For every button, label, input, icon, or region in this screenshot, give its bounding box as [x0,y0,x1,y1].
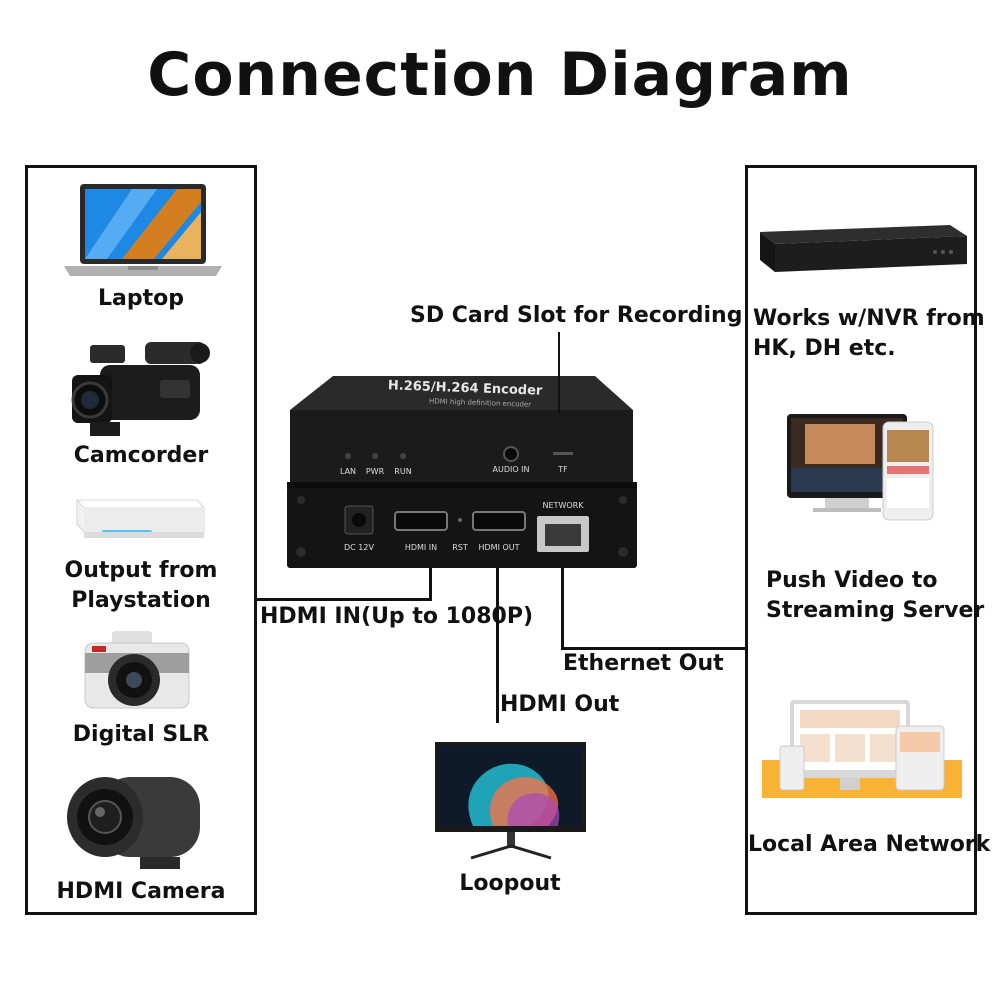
input-label-dslr: Digital SLR [72,722,210,747]
dslr-camera-icon [84,631,190,709]
rst-label: RST [452,543,468,552]
output-label-streaming: Push Video to Streaming Server [766,568,985,623]
audio-in-label: AUDIO IN [492,465,529,474]
led-label-run: RUN [394,467,411,476]
hdmi-camera-icon [67,777,200,869]
led-label-pwr: PWR [366,467,385,476]
hdmi-out-port-label: HDMI OUT [478,543,519,552]
output-label-nvr: Works w/NVR from HK, DH etc. [753,306,985,361]
page-title: Connection Diagram [147,40,853,110]
hdmi-out-callout-label: HDMI Out [500,692,620,717]
hdmi-out-wire [496,568,499,723]
ethernet-wire-horizontal [561,647,746,650]
sd-card-callout-label: SD Card Slot for Recording [410,303,743,328]
input-label-playstation: Output from Playstation [64,558,218,613]
dc-label: DC 12V [344,543,374,552]
encoder-top-label: H.265/H.264 Encoder [388,378,544,398]
input-label-camcorder: Camcorder [73,443,209,468]
sd-card-callout-line [558,332,560,414]
lan-devices-icon [762,700,962,798]
network-label: NETWORK [543,501,585,510]
game-console-icon [75,499,206,538]
output-devices-box [745,165,977,915]
encoder-device: H.265/H.264 Encoder HDMI high definition… [287,376,637,568]
hdmi-in-wire-vertical [429,568,432,601]
hdmi-in-wire-horizontal [257,598,431,601]
camcorder-icon [71,342,210,436]
laptop-icon [64,184,222,276]
input-devices-box [25,165,257,915]
streaming-screens-icon [787,414,934,521]
ethernet-wire-vertical [561,568,564,650]
input-label-laptop: Laptop [98,286,184,311]
monitor-icon [435,742,586,860]
output-label-lan: Local Area Network [748,832,991,857]
led-label-lan: LAN [340,467,356,476]
input-label-hdmi-camera: HDMI Camera [56,879,226,904]
encoder-sub-label: HDMI high definition encoder [429,397,531,409]
hdmi-in-port-label: HDMI IN [405,543,437,552]
loopout-label: Loopout [459,871,561,896]
hdmi-in-callout-label: HDMI IN(Up to 1080P) [260,604,534,629]
tf-label: TF [557,465,568,474]
nvr-icon [760,225,967,272]
ethernet-out-callout-label: Ethernet Out [563,651,724,676]
